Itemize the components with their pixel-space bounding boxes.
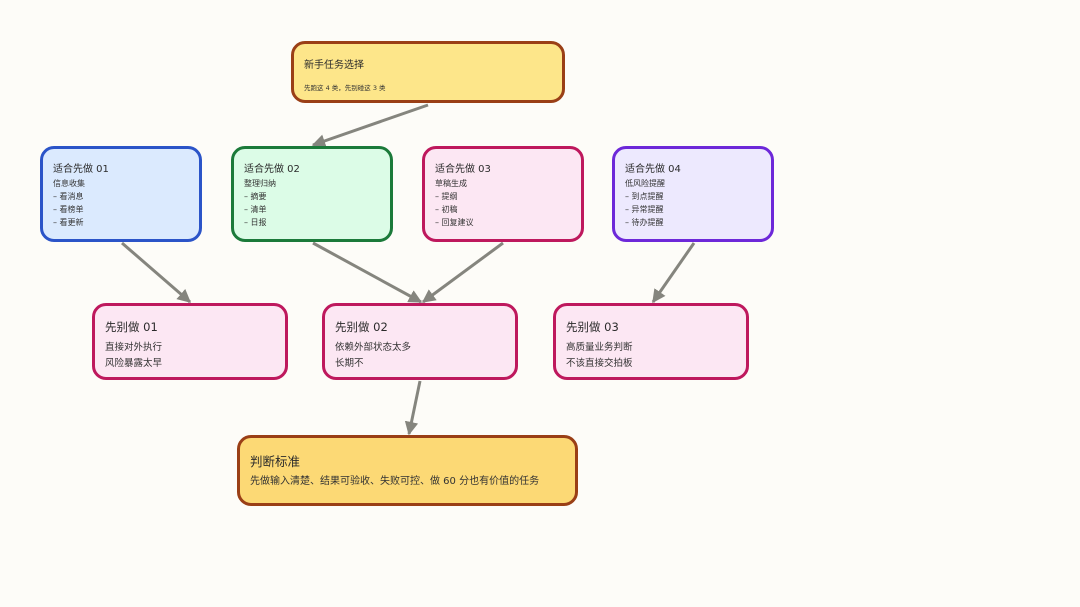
suitable-node-04: 适合先做 04 低风险提醒 – 到点提醒 – 异常提醒 – 待办提醒 bbox=[612, 146, 774, 242]
suitable-node-03: 适合先做 03 草稿生成 – 提纲 – 初稿 – 回复建议 bbox=[422, 146, 584, 242]
suitable-title: 适合先做 04 bbox=[625, 164, 681, 175]
suitable-title: 适合先做 01 bbox=[53, 164, 109, 175]
avoid-line: 长期不 bbox=[335, 358, 364, 369]
root-node: 新手任务选择 先跑这 4 类，先别碰这 3 类 bbox=[291, 41, 565, 103]
avoid-line: 不该直接交拍板 bbox=[566, 358, 633, 369]
root-subtitle: 先跑这 4 类，先别碰这 3 类 bbox=[304, 84, 386, 92]
suitable-title: 适合先做 02 bbox=[244, 164, 300, 175]
avoid-line: 直接对外执行 bbox=[105, 342, 163, 353]
suitable-item: – 初稿 bbox=[435, 205, 458, 214]
edge-suitable-01-to-avoid-01 bbox=[121, 241, 192, 304]
suitable-category: 信息收集 bbox=[53, 179, 85, 188]
edge-suitable-04-to-avoid-03 bbox=[651, 242, 696, 304]
suitable-item: – 提纲 bbox=[435, 192, 458, 201]
suitable-item: – 看消息 bbox=[53, 192, 84, 201]
suitable-category: 草稿生成 bbox=[435, 179, 467, 188]
avoid-title: 先别做 03 bbox=[566, 320, 619, 334]
avoid-title: 先别做 02 bbox=[335, 320, 388, 334]
avoid-line: 风险暴露太早 bbox=[105, 358, 163, 369]
avoid-line: 依赖外部状态太多 bbox=[335, 342, 412, 353]
suitable-item: – 看榜单 bbox=[53, 205, 84, 214]
avoid-node-01: 先别做 01 直接对外执行 风险暴露太早 bbox=[92, 303, 288, 380]
avoid-node-02: 先别做 02 依赖外部状态太多 长期不 bbox=[322, 303, 518, 380]
suitable-item: – 待办提醒 bbox=[625, 218, 664, 227]
avoid-node-03: 先别做 03 高质量业务判断 不该直接交拍板 bbox=[553, 303, 749, 380]
criteria-text: 先做输入清楚、结果可验收、失败可控、做 60 分也有价值的任务 bbox=[250, 476, 540, 487]
suitable-title: 适合先做 03 bbox=[435, 164, 491, 175]
edge-avoid-02-to-criteria bbox=[404, 380, 422, 436]
suitable-item: – 看更新 bbox=[53, 218, 84, 227]
suitable-node-02: 适合先做 02 整理归纳 – 摘要 – 清单 – 日报 bbox=[231, 146, 393, 242]
suitable-node-01: 适合先做 01 信息收集 – 看消息 – 看榜单 – 看更新 bbox=[40, 146, 202, 242]
edge-suitable-03-to-avoid-02 bbox=[421, 241, 504, 304]
suitable-item: – 异常提醒 bbox=[625, 205, 664, 214]
edge-root-to-suitable-02 bbox=[311, 103, 429, 148]
avoid-line: 高质量业务判断 bbox=[566, 342, 633, 353]
criteria-title: 判断标准 bbox=[250, 454, 301, 469]
avoid-title: 先别做 01 bbox=[105, 320, 158, 334]
suitable-item: – 摘要 bbox=[244, 192, 267, 201]
suitable-item: – 回复建议 bbox=[435, 218, 474, 227]
edge-suitable-02-to-avoid-02 bbox=[312, 241, 423, 304]
root-title: 新手任务选择 bbox=[304, 60, 364, 71]
suitable-category: 低风险提醒 bbox=[625, 179, 665, 188]
criteria-node: 判断标准 先做输入清楚、结果可验收、失败可控、做 60 分也有价值的任务 bbox=[237, 435, 578, 506]
suitable-item: – 日报 bbox=[244, 218, 267, 227]
suitable-item: – 清单 bbox=[244, 205, 267, 214]
suitable-category: 整理归纳 bbox=[244, 179, 276, 188]
suitable-item: – 到点提醒 bbox=[625, 192, 664, 201]
